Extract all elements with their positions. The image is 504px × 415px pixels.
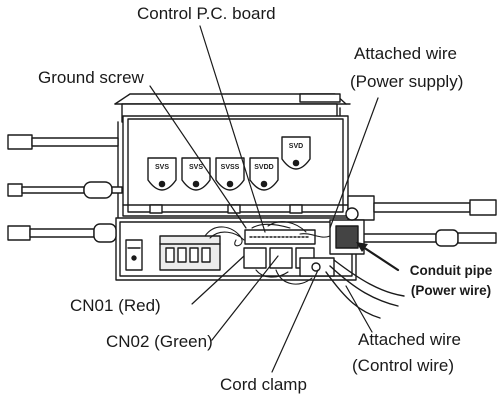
valve-label-3: SVSS [221, 164, 240, 171]
label-ground-screw: Ground screw [38, 68, 144, 87]
left-pipes [7, 134, 123, 243]
valve-label-2: SVS [189, 164, 203, 171]
label-control-pcb: Control P.C. board [137, 4, 276, 23]
leader-cn01 [191, 255, 245, 305]
valve-coil-5: SVD [281, 136, 311, 170]
right-pipes [347, 195, 497, 247]
exit-wires [325, 259, 405, 319]
top-flange [114, 93, 351, 105]
valve-coil-1: SVS [147, 157, 177, 191]
leader-power-wire [329, 97, 379, 229]
control-pc-board [243, 229, 316, 269]
valve-label-4: SVDD [254, 164, 273, 171]
leader-cn02 [211, 255, 279, 341]
label-conduit-pipe-2: (Power wire) [410, 283, 492, 298]
label-attached-wire-control-2: (Control wire) [352, 356, 455, 375]
conduit-arrowhead [356, 242, 368, 252]
label-attached-wire-power-1: Attached wire [354, 44, 457, 63]
label-cn02: CN02 (Green) [106, 332, 213, 351]
valve-coil-3: SVSS [215, 157, 245, 191]
label-attached-wire-control-1: Attached wire [358, 330, 461, 349]
label-conduit-pipe-1: Conduit pipe [409, 263, 493, 278]
label-attached-wire-power-2: (Power supply) [350, 72, 464, 91]
valve-label-1: SVS [155, 164, 169, 171]
conduit-fitting [329, 207, 365, 255]
label-cord-clamp: Cord clamp [220, 375, 307, 394]
leader-conduit [358, 243, 400, 272]
cord-clamp [299, 257, 335, 277]
internal-wiring [204, 221, 331, 285]
leader-control-wire [345, 285, 373, 333]
leader-ground-screw [149, 85, 247, 229]
label-cn01: CN01 (Red) [70, 296, 161, 315]
terminal-block [159, 235, 221, 271]
valve-label-5: SVD [289, 143, 303, 150]
leader-lines [149, 25, 400, 373]
valve-coil-4: SVDD [249, 157, 279, 191]
valve-coil-2: SVS [181, 157, 211, 191]
leader-cord-clamp [271, 269, 319, 373]
leader-control-pcb [199, 25, 266, 233]
